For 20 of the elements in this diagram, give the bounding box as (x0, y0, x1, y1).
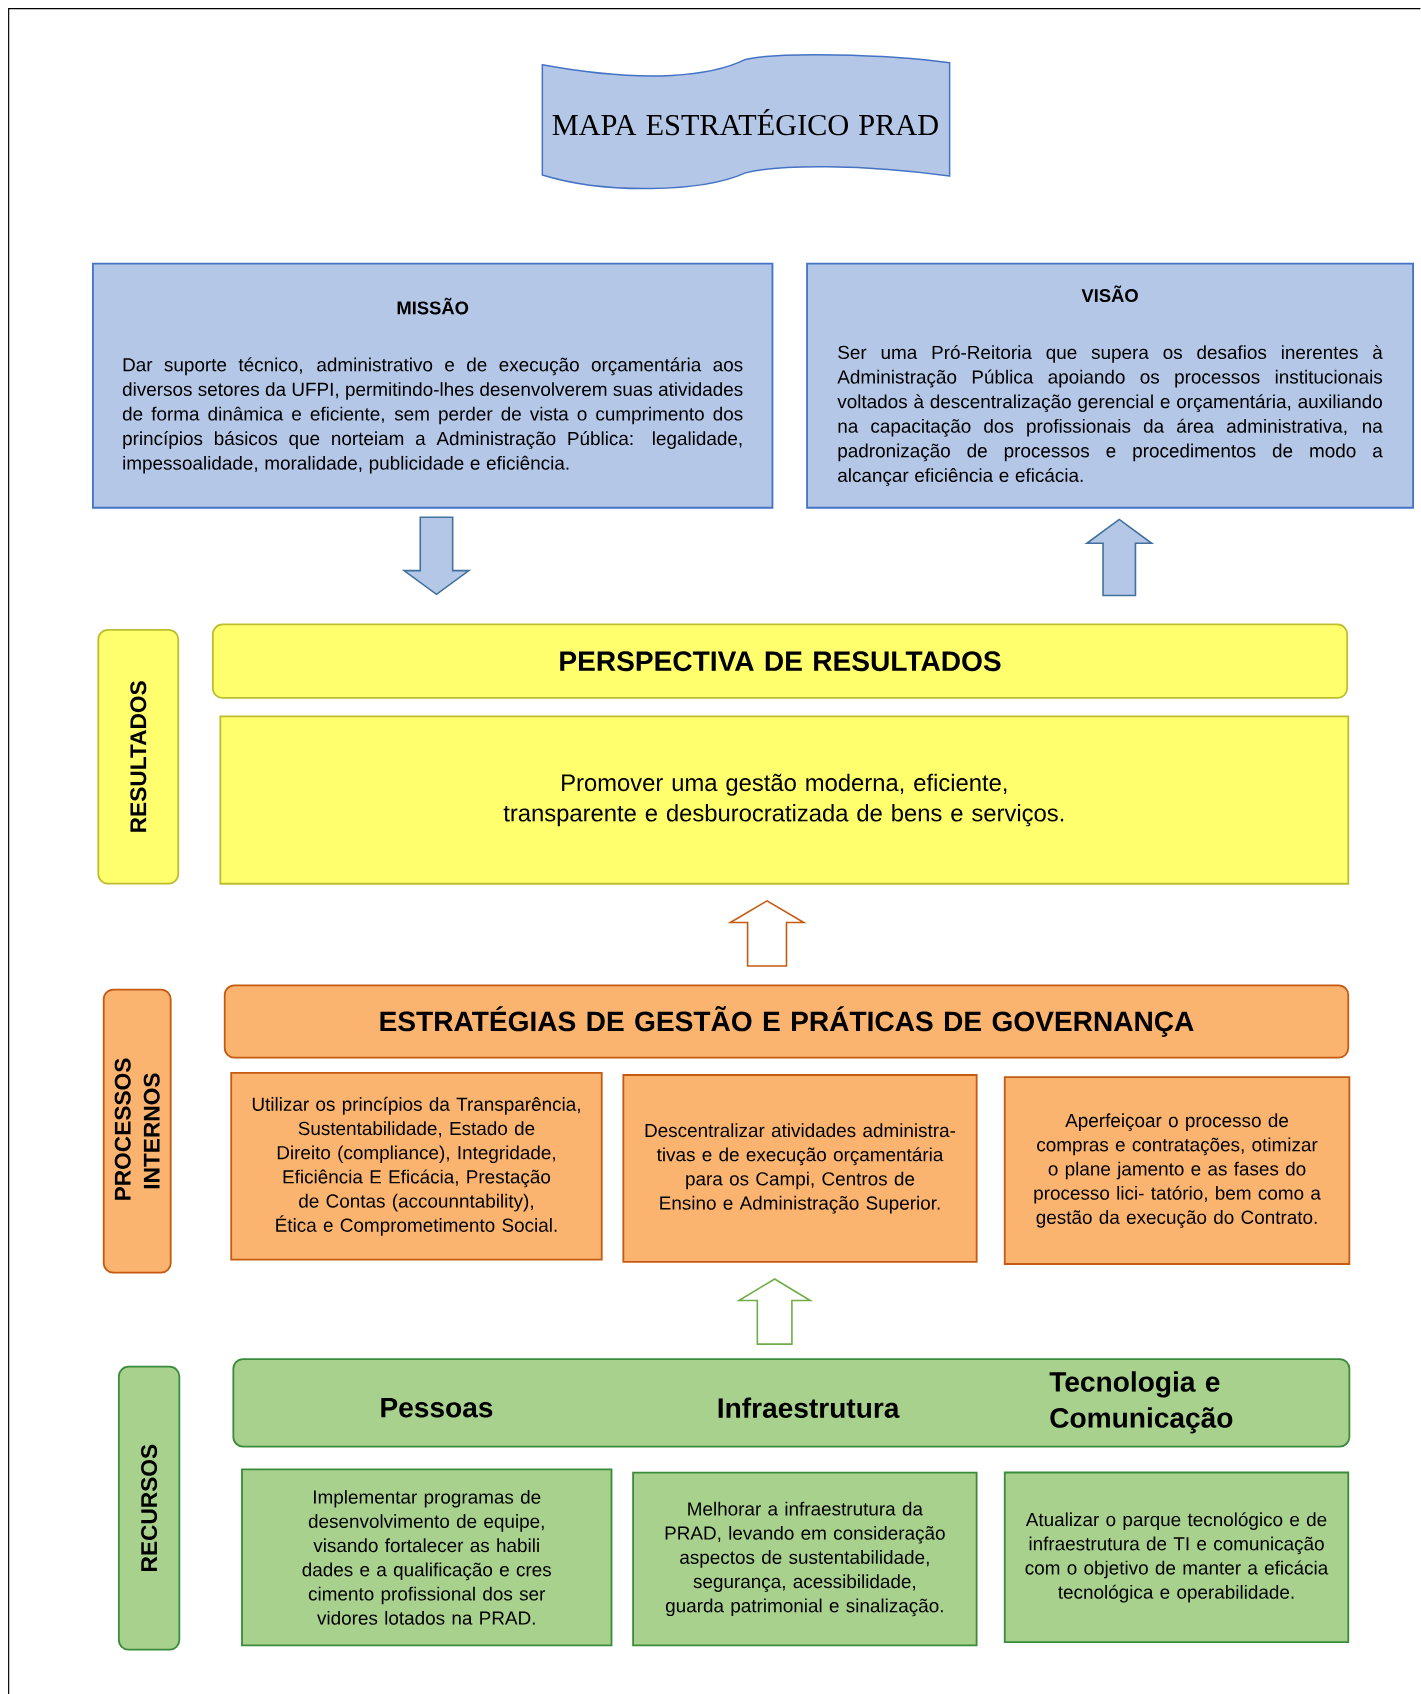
side-label: RESULTADOS (97, 629, 180, 885)
header-bar: ESTRATÉGIAS DE GESTÃO E PRÁTICAS DE GOVERNANÇA (224, 984, 1350, 1059)
objective-box: Utilizar os princípios da Transparência, Sustentabilidade, Estado de Direito (compliance), Integridade, Eficiência E Eficácia, Prestação de Contas (accounntability), Ética e Comprometimento Social. (230, 1071, 603, 1261)
objective-box: Atualizar o parque tecnológico e de infraestrutura de TI e comunicação com o objetivo de manter a eficácia tecnológica e operabilidade. (1004, 1471, 1350, 1644)
objective-box: Promover uma gestão moderna, eficiente, transparente e desburocratizada de bens e serviços. (219, 715, 1350, 885)
objective-box: Melhorar a infraestrutura da PRAD, levando em consideração aspectos de sustentabilidade, segurança, acessibilidade, guarda patrimonial e sinalização. (632, 1471, 978, 1647)
objective-box: Descentralizar atividades administra- tivas e de execução orçamentária para os Campi, Centros de Ensino e Administração Superior. (622, 1074, 978, 1263)
side-label: RECURSOS (118, 1365, 181, 1651)
header-bar: Pessoas Infraestrutura Tecnologia e Comunicação (232, 1358, 1351, 1448)
block-arrow (1084, 518, 1155, 597)
header-bar: PERSPECTIVA DE RESULTADOS (212, 623, 1349, 699)
vision-box: VISÃO Ser uma Pró-Reitoria que supera os desafios inerentes à Administração Pública apoiando os processos institucionais voltados à descentralização gerencial e orçamentária, auxiliando na capacitação dos profissionais da área administrativa, na padronização de processos e procedimentos de modo a alcançar eficiência e eficácia. (806, 262, 1415, 509)
block-arrow (736, 1278, 814, 1345)
side-label: PROCESSOS INTERNOS (102, 988, 172, 1274)
banner: MAPA ESTRATÉGICO PRAD (541, 54, 951, 190)
mission-box: MISSÃO Dar suporte técnico, administrativo e de execução orçamentária aos diversos setores da UFPI, permitindo-lhes desenvolverem suas atividades de forma dinâmica e eficiente, sem perder de vista o cumprimento dos princípios básicos que norteiam a Administração Pública: legalidade, impessoalidade, moralidade, publicidade e eficiência. (92, 262, 774, 509)
objective-box: Aperfeiçoar o processo de compras e contratações, otimizar o plane jamento e as fases do processo lici- tatório, bem como a gestão da execução do Contrato. (1004, 1076, 1351, 1265)
block-arrow (401, 516, 472, 596)
objective-box: Implementar programas de desenvolvimento de equipe, visando fortalecer as habili dades e a qualificação e cres cimento profissional dos ser vidores lotados na PRAD. (241, 1468, 613, 1647)
block-arrow (727, 899, 807, 967)
